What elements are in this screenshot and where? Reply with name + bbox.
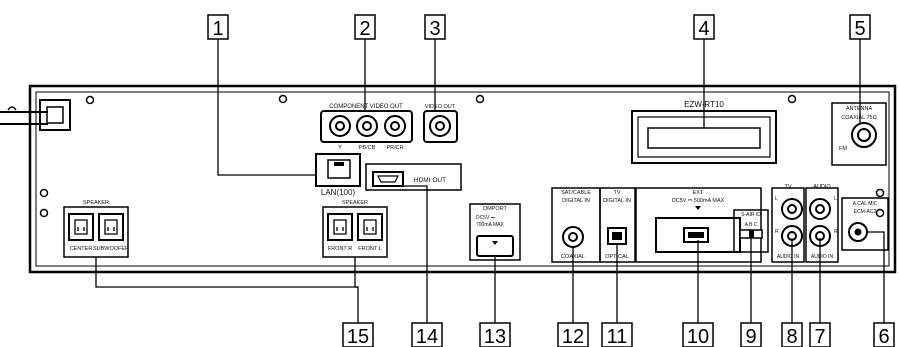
- leader-lines: [95, 39, 885, 325]
- callout-3: 3: [424, 14, 446, 40]
- cal-mic-label: A.CAL MIC: [853, 201, 878, 207]
- chassis-outline: [28, 84, 897, 274]
- tv-audio-label: TV: [784, 184, 791, 190]
- sair-id-label: S-AIR ID: [741, 212, 761, 218]
- power-cord: [0, 99, 71, 131]
- speaker-front-label: SPEAKER: [342, 200, 368, 206]
- callout-13: 13: [479, 322, 511, 347]
- cal-mic-input: A.CAL MIC ECM-AC2: [841, 197, 889, 251]
- component-video-out: COMPONENT VIDEO OUT Y PB/CB PR/CR: [320, 104, 413, 151]
- audio-l-label: L: [834, 196, 837, 202]
- sat-cable-input: SAT/CABLE DIGITAL IN COAXIAL: [551, 187, 601, 263]
- audio-label: AUDIO: [813, 184, 831, 190]
- digital-in-2-label: DIGITAL IN: [603, 198, 631, 204]
- chassis-inner-outline: [35, 91, 890, 267]
- fm-label: FM: [839, 146, 847, 152]
- dmport-current-label: 700mA MAX: [476, 222, 504, 228]
- callout-5: 5: [849, 14, 871, 40]
- callout-8: 8: [781, 322, 803, 347]
- callout-4: 4: [693, 14, 715, 40]
- video-out: VIDEO OUT: [423, 104, 458, 143]
- audio-in: AUDIO L R AUDIO IN: [805, 184, 839, 263]
- comp-y-label: Y: [338, 145, 342, 151]
- sair-abc-label: A B C: [745, 222, 758, 228]
- ext-label: EXT: [693, 190, 704, 196]
- speaker-front: SPEAKER FRONT R FRONT L: [322, 200, 388, 258]
- callout-12: 12: [557, 322, 589, 347]
- svg-text:13: 13: [484, 326, 506, 347]
- screw-icons: [39, 94, 885, 218]
- center-label: CENTER: [70, 246, 93, 252]
- callout-2: 2: [354, 14, 376, 40]
- callout-9: 9: [740, 322, 762, 347]
- hdmi-out: HDMI OUT: [365, 163, 462, 191]
- ecm-label: ECM-AC2: [854, 209, 877, 215]
- video-out-label: VIDEO OUT: [425, 104, 456, 110]
- svg-text:2: 2: [359, 18, 370, 40]
- comp-pr-label: PR/CR: [386, 145, 403, 151]
- callout-labels: 1 2 3 4 5 6 7 8 9 10 11 12 13 14 15: [207, 14, 895, 347]
- callout-1: 1: [207, 14, 229, 40]
- svg-text:15: 15: [347, 326, 369, 347]
- speaker-left-label: SPEAKER: [83, 200, 109, 206]
- antenna-label: ANTENNA: [846, 106, 873, 112]
- digital-in-1-label: DIGITAL IN: [562, 198, 590, 204]
- svg-text:14: 14: [416, 326, 438, 347]
- svg-text:5: 5: [854, 18, 865, 40]
- tv-audio-in: TV L R AUDIO IN: [771, 184, 805, 263]
- tv-label: TV: [613, 190, 620, 196]
- svg-text:7: 7: [814, 326, 825, 347]
- audio-r-label: R: [834, 229, 838, 235]
- tv-l-label: L: [775, 196, 778, 202]
- svg-text:6: 6: [878, 326, 889, 347]
- tv-r-label: R: [775, 229, 779, 235]
- dmport-label: DMPORT: [483, 206, 507, 212]
- callout-6: 6: [873, 322, 895, 347]
- comp-pb-label: PB/CB: [359, 145, 376, 151]
- front-l-label: FRONT L: [358, 246, 381, 252]
- svg-text:1: 1: [212, 18, 223, 40]
- callout-11: 11: [601, 322, 633, 347]
- sat-cable-label: SAT/CABLE: [561, 190, 591, 196]
- hdmi-out-label: HDMI OUT: [414, 177, 446, 184]
- callout-10: 10: [682, 322, 714, 347]
- coaxial-75-label: COAXIAL 75Ω: [841, 115, 876, 121]
- svg-text:9: 9: [745, 326, 756, 347]
- lan-label: LAN(100): [321, 188, 356, 197]
- audio-in-2-label: AUDIO IN: [811, 254, 834, 260]
- dmport-power-label: DC5V ⎓: [476, 215, 495, 221]
- svg-text:4: 4: [698, 18, 709, 40]
- svg-text:8: 8: [786, 326, 797, 347]
- svg-text:11: 11: [607, 326, 628, 347]
- lan-port: LAN(100): [315, 153, 361, 197]
- callout-14: 14: [411, 322, 443, 347]
- component-video-label: COMPONENT VIDEO OUT: [329, 104, 403, 110]
- ext-power-label: DC5V ⎓ 500mA MAX: [672, 198, 725, 204]
- ezw-slot: EZW-RT10: [631, 100, 777, 164]
- front-r-label: FRONT R: [328, 246, 352, 252]
- svg-text:12: 12: [562, 326, 584, 347]
- dmport: DMPORT DC5V ⎓ 700mA MAX: [469, 203, 521, 261]
- callout-15: 15: [342, 322, 374, 347]
- speaker-center-sub: SPEAKER CENTER SUBWOOFER: [63, 200, 129, 258]
- svg-text:10: 10: [687, 326, 709, 347]
- audio-in-1-label: AUDIO IN: [777, 254, 800, 260]
- callout-7: 7: [809, 322, 831, 347]
- svg-text:3: 3: [429, 18, 440, 40]
- antenna-section: ANTENNA COAXIAL 75Ω FM: [831, 102, 887, 166]
- subwoofer-label: SUBWOOFER: [93, 246, 129, 252]
